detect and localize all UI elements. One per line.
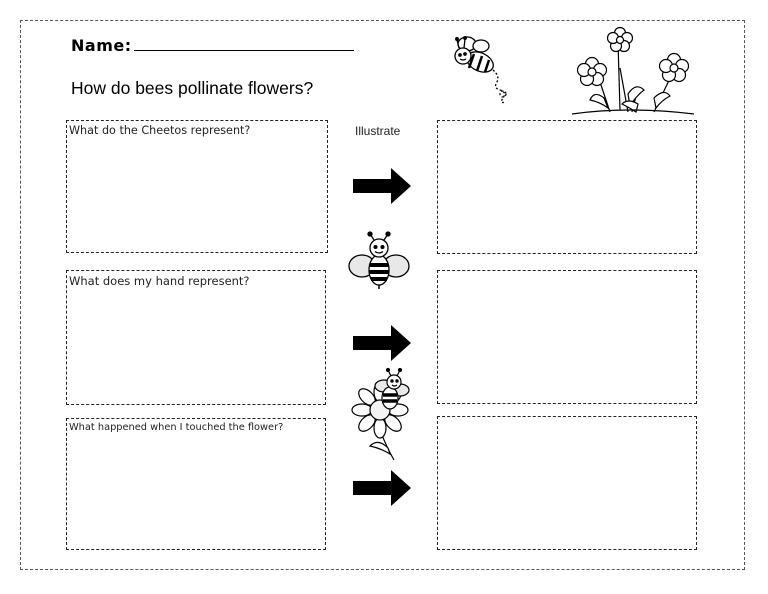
- question-box-1[interactable]: What do the Cheetos represent?: [66, 120, 328, 253]
- illustration-box-2[interactable]: [437, 270, 697, 404]
- arrow-right-icon: [353, 325, 411, 361]
- worksheet-border: [20, 20, 745, 570]
- illustration-box-1[interactable]: [437, 120, 697, 254]
- bee-icon: [348, 231, 410, 289]
- illustration-box-3[interactable]: [437, 416, 697, 550]
- illustrate-heading: Illustrate: [355, 124, 401, 138]
- flying-bee-icon: [454, 36, 507, 104]
- name-field[interactable]: Name:: [71, 36, 354, 55]
- question-label-hand: What does my hand represent?: [69, 274, 250, 288]
- name-label: Name:: [71, 36, 132, 55]
- worksheet-title: How do bees pollinate flowers?: [71, 78, 314, 98]
- arrow-right-icon: [353, 470, 411, 506]
- flowers-clipart-icon: [571, 26, 695, 115]
- question-box-3[interactable]: What happened when I touched the flower?: [66, 418, 326, 550]
- arrow-right-icon: [353, 168, 411, 204]
- question-box-2[interactable]: What does my hand represent?: [66, 270, 326, 405]
- question-label-touched-flower: What happened when I touched the flower?: [69, 422, 284, 433]
- bee-on-flower-icon: [351, 367, 410, 461]
- question-label-cheetos: What do the Cheetos represent?: [69, 124, 251, 137]
- name-blank-line[interactable]: [133, 36, 354, 51]
